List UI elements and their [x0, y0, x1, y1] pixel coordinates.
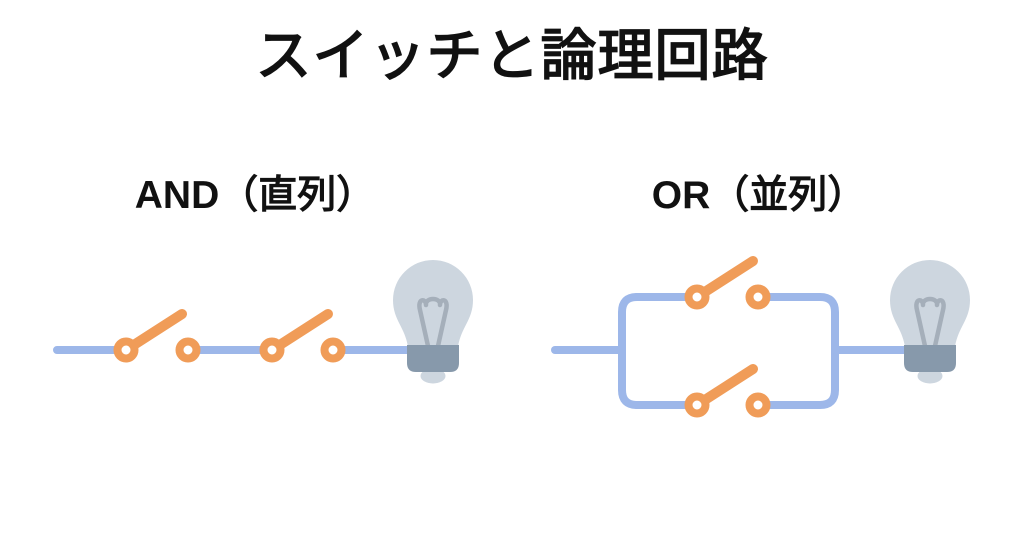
light-bulb-icon — [890, 260, 970, 384]
switch-icon — [684, 364, 771, 418]
switch-terminal — [684, 284, 710, 310]
and-circuit-label: AND（直列） — [134, 174, 376, 217]
switch-terminal — [320, 337, 346, 363]
or-circuit-label: OR（並列） — [651, 174, 867, 217]
switch-terminal — [113, 337, 139, 363]
switch-icon — [684, 256, 771, 310]
switch-icon — [259, 309, 346, 363]
switch-terminal — [684, 392, 710, 418]
or-circuit — [551, 256, 970, 418]
switch-terminal — [745, 392, 771, 418]
switch-terminal — [175, 337, 201, 363]
light-bulb-icon — [393, 260, 473, 384]
page-title: スイッチと論理回路 — [255, 24, 769, 87]
switch-terminal — [745, 284, 771, 310]
switch-terminal — [259, 337, 285, 363]
switch-icon — [113, 309, 201, 363]
and-circuit — [53, 260, 473, 384]
